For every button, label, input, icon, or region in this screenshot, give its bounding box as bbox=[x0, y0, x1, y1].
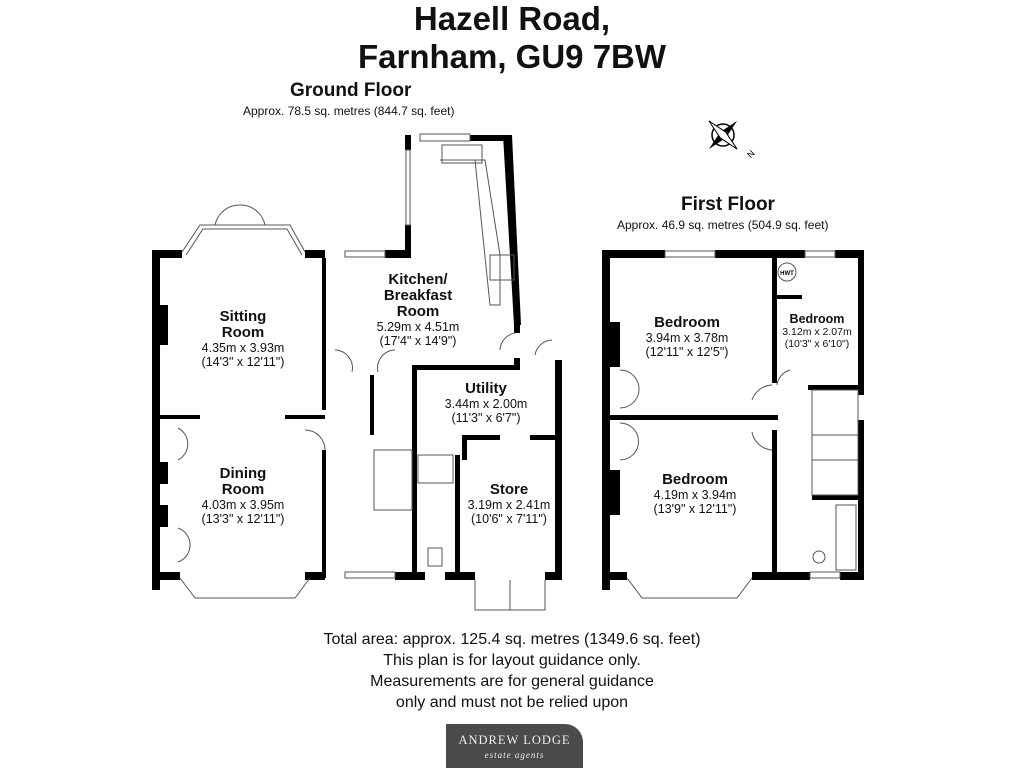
disclaimer-line-2: Measurements are for general guidance bbox=[370, 673, 654, 690]
room-dimensions-metric: 5.29m x 4.51m bbox=[376, 320, 460, 334]
room-name: Sitting bbox=[219, 308, 267, 325]
room-name: Bedroom bbox=[789, 312, 845, 326]
room-name: Bedroom bbox=[662, 471, 728, 488]
room-dimensions-metric: 3.44m x 2.00m bbox=[444, 397, 528, 411]
room-kitchen-breakfast: Kitchen/ Breakfast Room 5.29m x 4.51m (1… bbox=[376, 271, 460, 349]
total-area: Total area: approx. 125.4 sq. metres (13… bbox=[323, 631, 701, 648]
room-dimensions-imperial: (12'11" x 12'5") bbox=[645, 345, 729, 359]
ground-floor-title: Ground Floor bbox=[290, 80, 412, 101]
room-name: Bedroom bbox=[654, 314, 720, 331]
first-floor-title: First Floor bbox=[681, 194, 775, 215]
room-dimensions-metric: 4.03m x 3.95m bbox=[201, 498, 285, 512]
first-floor-area: Approx. 46.9 sq. metres (504.9 sq. feet) bbox=[617, 218, 829, 232]
disclaimer-line-1: This plan is for layout guidance only. bbox=[383, 652, 641, 669]
room-dimensions-imperial: (10'6" x 7'11") bbox=[471, 512, 547, 526]
compass-icon bbox=[708, 120, 738, 150]
ground-floor-area: Approx. 78.5 sq. metres (844.7 sq. feet) bbox=[243, 104, 455, 118]
room-dimensions-imperial: (14'3" x 12'11") bbox=[201, 355, 285, 369]
compass-north-label: N bbox=[745, 148, 757, 160]
room-sitting-room: Sitting Room 4.35m x 3.93m (14'3" x 12'1… bbox=[201, 308, 285, 370]
ground-floor-walls bbox=[152, 135, 562, 590]
room-store: Store 3.19m x 2.41m (10'6" x 7'11") bbox=[467, 481, 551, 527]
room-dimensions-metric: 3.19m x 2.41m bbox=[467, 498, 551, 512]
room-name: Utility bbox=[465, 380, 507, 397]
logo-name: ANDREW LODGE bbox=[458, 733, 571, 747]
room-dimensions-imperial: (11'3" x 6'7") bbox=[451, 411, 521, 425]
room-name: Kitchen/ bbox=[388, 271, 448, 288]
room-bedroom-1: Bedroom 3.94m x 3.78m (12'11" x 12'5") bbox=[645, 314, 729, 360]
room-dimensions-metric: 4.35m x 3.93m bbox=[201, 341, 285, 355]
room-dimensions-metric: 4.19m x 3.94m bbox=[653, 488, 737, 502]
room-name: Breakfast bbox=[383, 287, 453, 304]
room-dimensions-metric: 3.94m x 3.78m bbox=[645, 331, 729, 345]
room-name: Room bbox=[396, 303, 440, 320]
agent-logo: ANDREW LODGE estate agents bbox=[446, 724, 583, 768]
first-floor-walls bbox=[602, 250, 864, 590]
first-floor-fixtures bbox=[619, 250, 859, 599]
room-dimensions-metric: 3.12m x 2.07m bbox=[782, 326, 852, 338]
logo-tagline: estate agents bbox=[484, 750, 545, 760]
room-name: Store bbox=[489, 481, 529, 498]
title-line-1: Hazell Road, bbox=[413, 0, 611, 37]
hwt-label: HWT bbox=[780, 271, 794, 277]
ground-floor-fixtures bbox=[177, 133, 553, 611]
room-dimensions-imperial: (13'3" x 12'11") bbox=[201, 512, 285, 526]
room-name: Dining bbox=[219, 465, 267, 482]
title-line-2: Farnham, GU9 7BW bbox=[357, 38, 667, 75]
room-dimensions-imperial: (13'9" x 12'11") bbox=[653, 502, 737, 516]
disclaimer-line-3: only and must not be relied upon bbox=[395, 694, 629, 711]
room-dimensions-imperial: (10'3" x 6'10") bbox=[784, 338, 850, 350]
room-bedroom-3: Bedroom 4.19m x 3.94m (13'9" x 12'11") bbox=[653, 471, 737, 517]
hwt-cylinder: HWT bbox=[777, 262, 797, 282]
room-dining-room: Dining Room 4.03m x 3.95m (13'3" x 12'11… bbox=[201, 465, 285, 527]
room-name: Room bbox=[221, 481, 265, 498]
room-dimensions-imperial: (17'4" x 14'9") bbox=[379, 334, 457, 348]
room-name: Room bbox=[221, 324, 265, 341]
room-utility: Utility 3.44m x 2.00m (11'3" x 6'7") bbox=[444, 380, 528, 426]
room-bedroom-2: Bedroom 3.12m x 2.07m (10'3" x 6'10") bbox=[782, 312, 852, 351]
